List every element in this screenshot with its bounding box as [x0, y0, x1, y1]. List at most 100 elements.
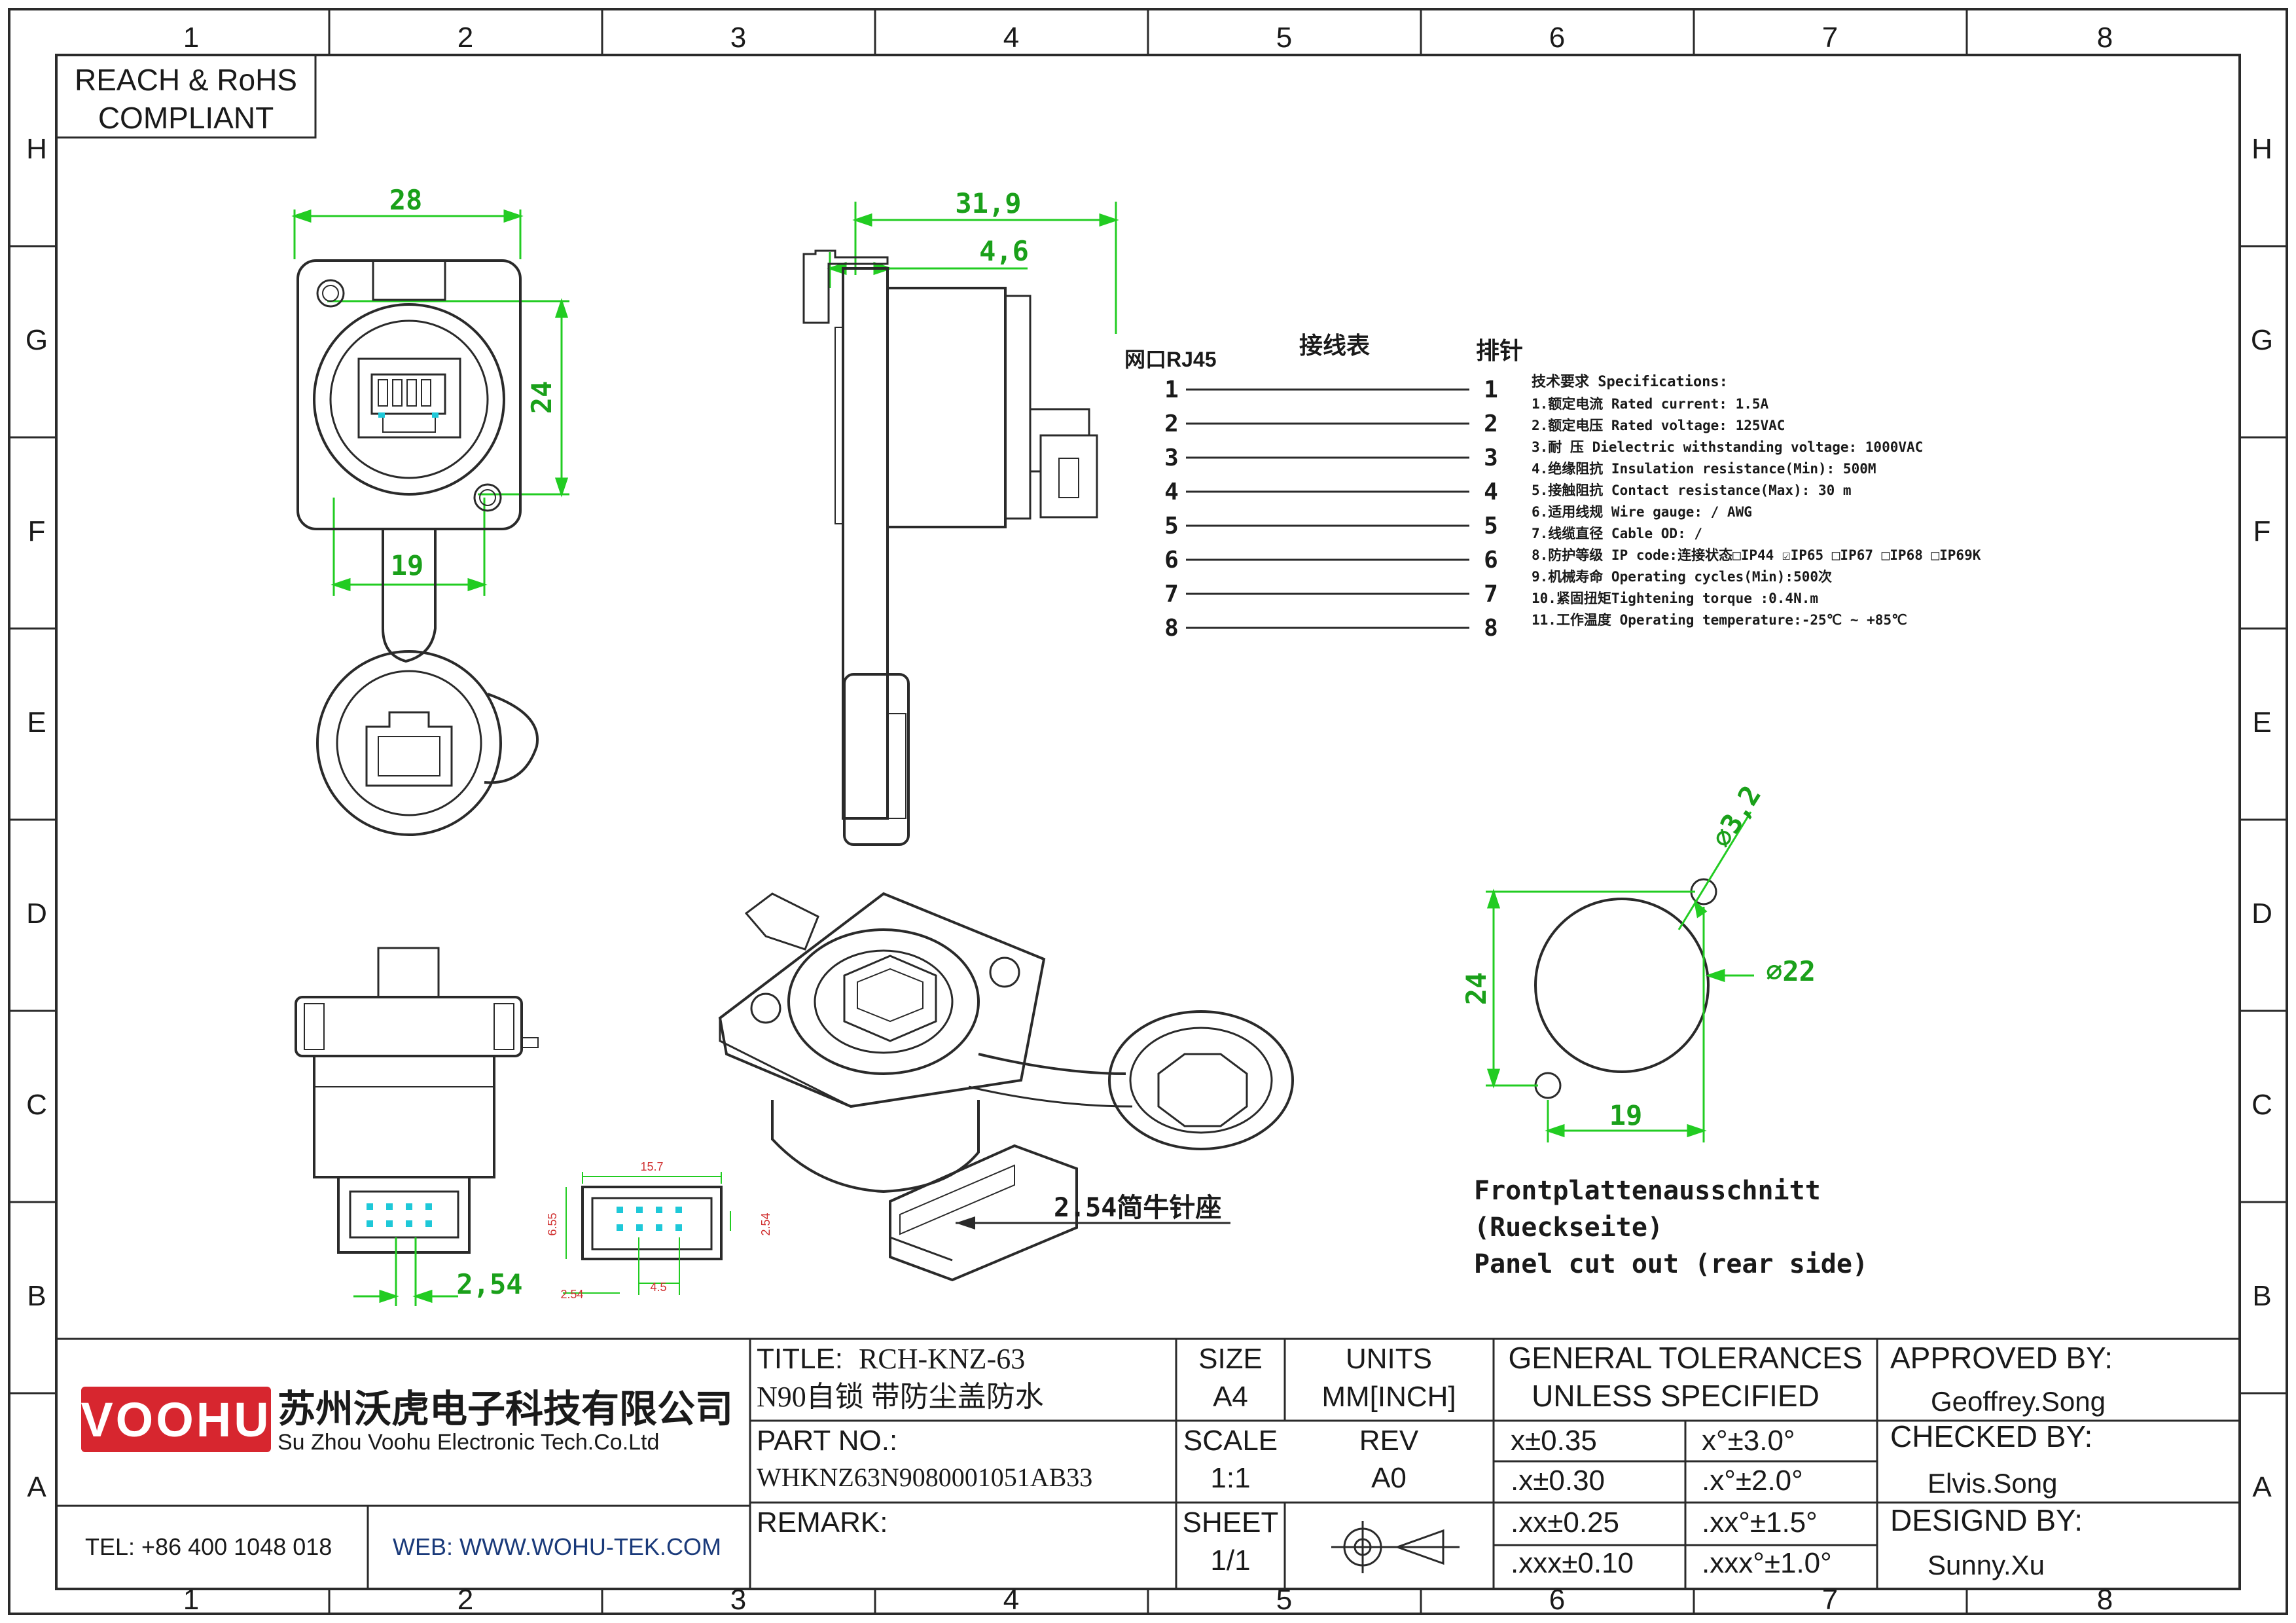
dim-header-height: 6.55: [546, 1213, 559, 1235]
spec-item: 8.防护等级 IP code:连接状态□IP44 ☑IP65 □IP67 □IP…: [1532, 547, 1981, 563]
wiring-right-pin: 3: [1484, 445, 1498, 471]
spec-item: 2.额定电压 Rated voltage: 125VAC: [1532, 418, 1785, 433]
scale-label: SCALE: [1183, 1425, 1278, 1457]
header-callout-label: 2.54简牛针座: [1054, 1193, 1221, 1223]
dim-front-hole-spacing: 19: [391, 549, 424, 581]
grid-col-3-top: 3: [730, 22, 746, 54]
designed-by-label: DESIGND BY:: [1890, 1503, 2083, 1537]
logo-wordmark: VOOHU: [81, 1393, 271, 1447]
tolerance-cell: .xxx°±1.0°: [1702, 1547, 1832, 1579]
grid-column-markers: 1 2 3 4 5 6 7 8 1 2 3 4 5 6 7 8: [183, 9, 2113, 1616]
header-callout: 2.54简牛针座: [956, 1193, 1230, 1230]
spec-item: 5.接触阻抗 Contact resistance(Max): 30 m: [1532, 483, 1852, 498]
title-value: RCH-KNZ-63: [859, 1343, 1025, 1375]
units-label: UNITS: [1346, 1343, 1432, 1375]
revision-value: A0: [1371, 1462, 1407, 1494]
wiring-left-pin: 3: [1164, 445, 1179, 471]
grid-col-7-bottom: 7: [1822, 1584, 1838, 1616]
grid-row-g-right: G: [2251, 324, 2273, 356]
grid-row-d-right: D: [2251, 898, 2272, 930]
dim-cutout-diameter: ⌀22: [1766, 955, 1816, 987]
grid-row-e-right: E: [2252, 706, 2271, 739]
spec-item: 9.机械寿命 Operating cycles(Min):500次: [1532, 569, 1832, 585]
dim-header-row-offset: 4.5: [650, 1281, 666, 1294]
cutout-caption-line-3: Panel cut out (rear side): [1474, 1249, 1868, 1279]
panel-cutout-view: 24 19 ⌀22 ⌀3,2 Frontplattenausschnitt (R…: [1460, 780, 1868, 1279]
tolerance-cell: x°±3.0°: [1702, 1425, 1795, 1457]
company-website: WEB: WWW.WOHU-TEK.COM: [393, 1533, 721, 1560]
isometric-view: [718, 892, 1294, 1282]
grid-col-4-top: 4: [1003, 22, 1019, 54]
dim-cutout-hole-spacing: 19: [1609, 1099, 1643, 1131]
grid-row-h-left: H: [26, 133, 47, 165]
wiring-left-pin: 6: [1164, 547, 1179, 574]
wiring-port-label: 网口RJ45: [1124, 348, 1217, 371]
wiring-left-pin: 1: [1164, 376, 1179, 403]
front-view: 28 24 19: [291, 184, 569, 836]
dim-cutout-hole: ⌀3,2: [1705, 780, 1767, 853]
sheet-value: 1/1: [1210, 1544, 1250, 1577]
cutout-caption-line-1: Frontplattenausschnitt: [1474, 1176, 1821, 1206]
grid-col-8-top: 8: [2097, 22, 2113, 54]
grid-row-f-left: F: [28, 515, 46, 547]
wiring-right-pin: 6: [1484, 547, 1498, 574]
grid-col-1-top: 1: [183, 22, 199, 54]
remark-label: REMARK:: [757, 1506, 888, 1539]
grid-col-1-bottom: 1: [183, 1584, 199, 1616]
wiring-left-pin: 7: [1164, 581, 1179, 608]
wiring-right-pin: 2: [1484, 410, 1498, 437]
spec-item: 3.耐 压 Dielectric withstanding voltage: 1…: [1532, 439, 1923, 455]
checked-by-name: Elvis.Song: [1928, 1468, 2057, 1499]
title-description: N90自锁 带防尘盖防水: [757, 1381, 1044, 1413]
title-block: VOOHU 苏州沃虎电子科技有限公司 Su Zhou Voohu Electro…: [56, 1338, 2240, 1589]
wiring-left-pin: 4: [1164, 479, 1179, 505]
grid-col-2-top: 2: [457, 22, 473, 54]
title-label: TITLE:: [757, 1343, 843, 1375]
grid-row-e-left: E: [27, 706, 46, 739]
grid-row-c-left: C: [26, 1089, 47, 1121]
wiring-left-pin: 5: [1164, 513, 1179, 539]
sheet-label: SHEET: [1183, 1506, 1279, 1539]
compliance-line-2: COMPLIANT: [98, 101, 274, 135]
dim-cutout-height: 24: [1460, 972, 1492, 1006]
spec-heading: 技术要求 Specifications:: [1532, 374, 1728, 390]
spec-item: 1.额定电流 Rated current: 1.5A: [1532, 396, 1769, 412]
tolerances-title-1: GENERAL TOLERANCES: [1508, 1341, 1862, 1375]
tolerance-cell: .x°±2.0°: [1702, 1465, 1803, 1497]
wiring-left-pin: 2: [1164, 410, 1179, 437]
grid-col-2-bottom: 2: [457, 1584, 473, 1616]
units-value: MM[INCH]: [1321, 1381, 1456, 1413]
part-number-label: PART NO.:: [757, 1425, 897, 1457]
compliance-line-1: REACH & RoHS: [75, 63, 297, 97]
spec-item: 7.线缆直径 Cable OD: /: [1532, 526, 1702, 541]
spec-item: 10.紧固扭矩Tightening torque :0.4N.m: [1532, 591, 1818, 606]
wiring-right-pin: 1: [1484, 376, 1498, 403]
wiring-right-pin: 8: [1484, 615, 1498, 642]
dim-header-width: 15.7: [640, 1160, 663, 1173]
dim-pin-pitch: 2,54: [456, 1268, 522, 1300]
grid-col-5-top: 5: [1276, 22, 1292, 54]
wiring-right-pin: 5: [1484, 513, 1498, 539]
side-view: 31,9 4,6: [802, 187, 1119, 846]
grid-row-a-right: A: [2252, 1471, 2272, 1503]
scale-value: 1:1: [1210, 1462, 1250, 1494]
grid-col-6-bottom: 6: [1549, 1584, 1565, 1616]
grid-col-7-top: 7: [1822, 22, 1838, 54]
dim-side-flange: 4,6: [979, 235, 1029, 267]
spec-item: 6.适用线规 Wire gauge: / AWG: [1532, 504, 1752, 520]
wiring-right-pin: 7: [1484, 581, 1498, 608]
tolerance-cell: .xx±0.25: [1511, 1506, 1619, 1539]
grid-row-h-right: H: [2251, 133, 2272, 165]
part-number-value: WHKNZ63N9080001051AB33: [757, 1463, 1092, 1492]
grid-col-5-bottom: 5: [1276, 1584, 1292, 1616]
dim-front-height: 24: [526, 381, 558, 414]
projection-symbol-icon: [1331, 1521, 1460, 1573]
grid-col-8-bottom: 8: [2097, 1584, 2113, 1616]
approved-by-label: APPROVED BY:: [1890, 1341, 2113, 1375]
tolerance-cell: .x±0.30: [1511, 1465, 1605, 1497]
company-phone: TEL: +86 400 1048 018: [85, 1533, 332, 1560]
size-value: A4: [1213, 1381, 1248, 1413]
company-name-cn: 苏州沃虎电子科技有限公司: [278, 1388, 733, 1431]
